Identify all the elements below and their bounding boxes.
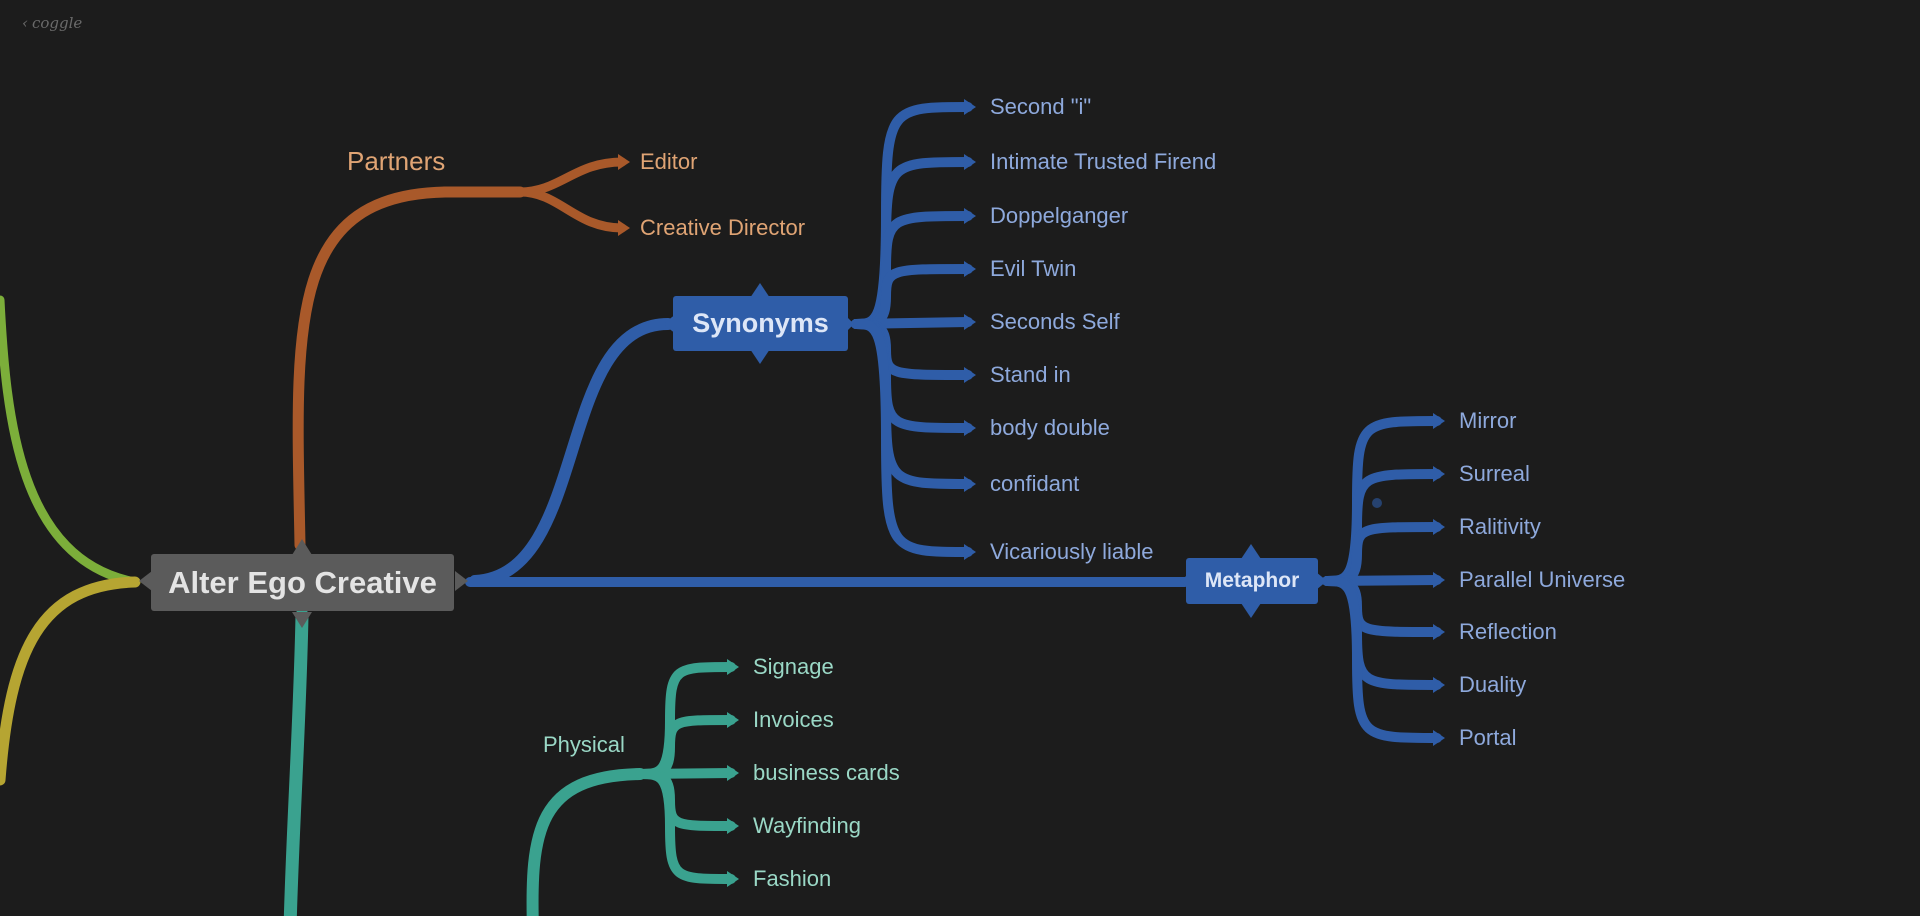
physical-leaf-arrow-1 — [727, 712, 739, 728]
synonyms-item[interactable]: confidant — [990, 471, 1080, 496]
metaphor-item[interactable]: Mirror — [1459, 408, 1517, 433]
metaphor-leaf-arrow-0 — [1433, 413, 1445, 429]
chevron-left-icon: ‹ — [22, 14, 28, 32]
synonyms-leaf-arrow-8 — [964, 544, 976, 560]
physical-leaf-arrow-3 — [727, 818, 739, 834]
editor-branch[interactable] — [515, 157, 627, 197]
synonyms-item[interactable]: Doppelganger — [990, 203, 1129, 228]
back-to-coggle-link[interactable]: ‹ coggle — [22, 14, 82, 32]
physical-node-label[interactable]: Physical — [543, 732, 625, 757]
creative-director-branch[interactable] — [515, 187, 627, 233]
metaphor-leaf-arrow-5 — [1433, 677, 1445, 693]
metaphor-leaf-arrow-1 — [1433, 466, 1445, 482]
physical-item[interactable]: Signage — [753, 654, 834, 679]
synonyms-node[interactable] — [663, 283, 854, 364]
physical-leaf-branches — [635, 659, 739, 887]
metaphor-node[interactable] — [1180, 544, 1327, 618]
physical-leaf-arrow-4 — [727, 871, 739, 887]
synonyms-leaf-arrow-3 — [964, 261, 976, 277]
partners-branch[interactable] — [292, 186, 451, 551]
branch-handle-dot[interactable] — [1372, 498, 1382, 508]
brand-logo: coggle — [32, 14, 83, 32]
physical-item[interactable]: Wayfinding — [753, 813, 862, 838]
partners-item-editor[interactable]: Editor — [640, 149, 698, 174]
synonyms-item[interactable]: Evil Twin — [990, 256, 1077, 281]
synonyms-item[interactable]: Stand in — [990, 362, 1071, 387]
synonyms-item[interactable]: Seconds Self — [990, 309, 1120, 334]
metaphor-item[interactable]: Portal — [1459, 725, 1517, 750]
metaphor-leaf-branch-6[interactable] — [1322, 576, 1442, 743]
metaphor-leaf-arrow-2 — [1433, 519, 1445, 535]
physical-item[interactable]: business cards — [753, 760, 900, 785]
metaphor-item[interactable]: Ralitivity — [1459, 514, 1541, 539]
metaphor-leaf-branch-0[interactable] — [1322, 416, 1442, 586]
physical-item[interactable]: Fashion — [753, 866, 832, 891]
yellow-branch[interactable] — [0, 576, 141, 786]
synonyms-branch[interactable] — [469, 318, 674, 587]
synonyms-leaf-arrow-4 — [964, 314, 976, 330]
physical-leaf-branch-1[interactable] — [635, 715, 736, 779]
synonyms-leaf-branch-8[interactable] — [851, 319, 973, 557]
synonyms-leaf-branch-7[interactable] — [851, 319, 973, 489]
physical-leaf-arrow-2 — [727, 765, 739, 781]
synonyms-leaf-arrow-0 — [964, 99, 976, 115]
synonyms-leaf-branch-1[interactable] — [851, 157, 973, 329]
green-branch[interactable] — [0, 295, 140, 587]
physical-leaf-branch-3[interactable] — [635, 769, 736, 831]
metaphor-node-label[interactable]: Metaphor — [1204, 569, 1300, 592]
synonyms-item[interactable]: body double — [990, 415, 1110, 440]
synonyms-leaf-arrow-6 — [964, 420, 976, 436]
physical-item[interactable]: Invoices — [753, 707, 834, 732]
synonyms-leaf-arrow-1 — [964, 154, 976, 170]
metaphor-leaf-arrow-3 — [1433, 572, 1445, 588]
metaphor-item[interactable]: Duality — [1459, 672, 1527, 697]
metaphor-leaf-arrow-4 — [1433, 624, 1445, 640]
teal-trunk[interactable] — [283, 608, 309, 916]
synonyms-item[interactable]: Second "i" — [990, 94, 1092, 119]
synonyms-item[interactable]: Intimate Trusted Firend — [990, 149, 1217, 174]
root-node[interactable] — [139, 539, 468, 628]
root-node-label[interactable]: Alter Ego Creative — [168, 564, 437, 600]
synonyms-leaf-branches — [851, 99, 976, 560]
synonyms-leaf-arrow-2 — [964, 208, 976, 224]
synonyms-node-label[interactable]: Synonyms — [692, 308, 829, 338]
physical-branch[interactable] — [526, 768, 646, 916]
metaphor-leaf-branches — [1322, 413, 1445, 746]
partners-node-label[interactable]: Partners — [347, 146, 446, 176]
physical-leaf-branch-4[interactable] — [635, 769, 736, 884]
synonyms-leaf-arrow-5 — [964, 367, 976, 383]
synonyms-leaf-arrow-7 — [964, 476, 976, 492]
physical-leaf-arrow-0 — [727, 659, 739, 675]
metaphor-item[interactable]: Surreal — [1459, 461, 1530, 486]
metaphor-leaf-arrow-6 — [1433, 730, 1445, 746]
synonyms-item[interactable]: Vicariously liable — [990, 539, 1154, 564]
metaphor-item[interactable]: Reflection — [1459, 619, 1557, 644]
partners-item-creative-director[interactable]: Creative Director — [640, 215, 806, 240]
metaphor-item[interactable]: Parallel Universe — [1459, 567, 1626, 592]
